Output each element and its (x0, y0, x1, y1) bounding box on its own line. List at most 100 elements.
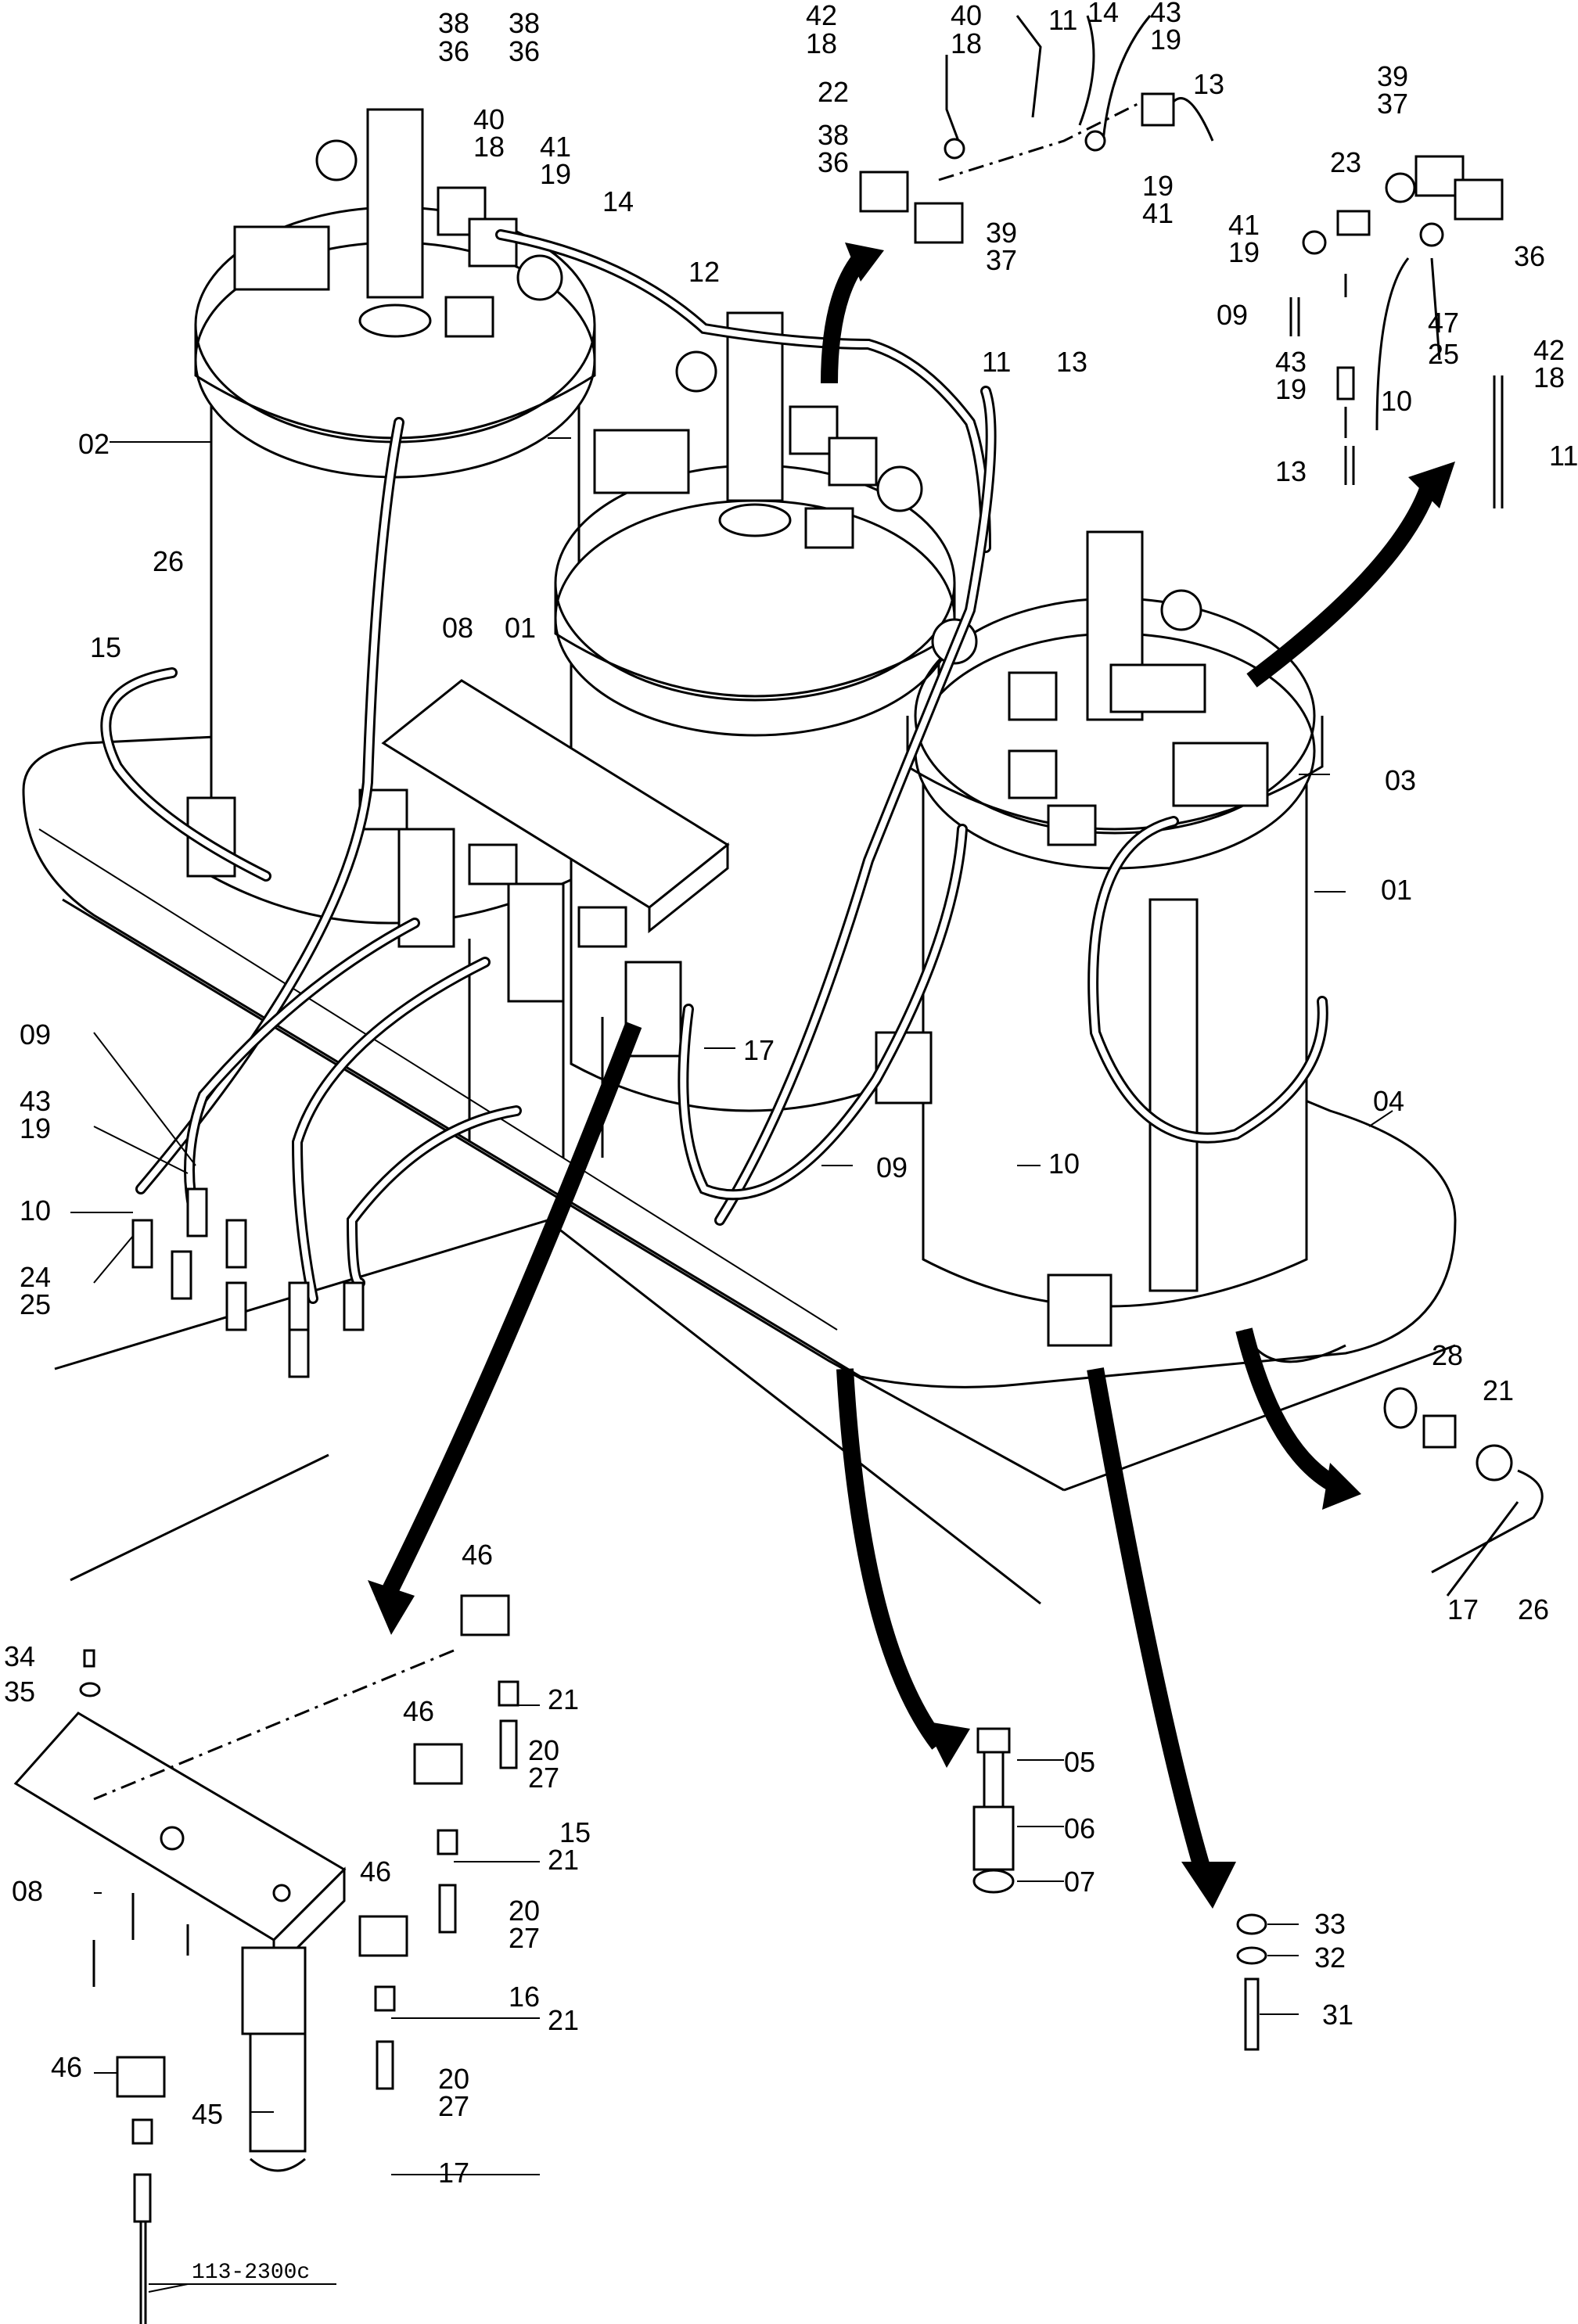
callout: 18 (806, 27, 837, 59)
callout: 25 (1428, 338, 1459, 370)
callout: 41 (1142, 197, 1174, 229)
callout: 23 (1330, 146, 1361, 178)
callout: 38 (509, 7, 540, 39)
callout: 21 (548, 1844, 579, 1876)
callout: 10 (20, 1194, 51, 1227)
callout: 21 (1483, 1374, 1514, 1406)
callout: 43 (20, 1085, 51, 1117)
callout: 42 (1533, 334, 1565, 366)
callout: 38 (818, 119, 849, 151)
callout: 45 (192, 2098, 223, 2130)
detail-bolt (972, 1727, 1015, 1894)
callout: 26 (1518, 1593, 1549, 1625)
callout: 46 (403, 1695, 434, 1727)
callout: 35 (4, 1676, 35, 1708)
leader-lines (70, 437, 1393, 2285)
callout: 32 (1314, 1941, 1346, 1974)
detail-elbow-right (1242, 1329, 1544, 1597)
callout: 36 (509, 35, 540, 67)
callout: 28 (1432, 1339, 1463, 1371)
callout: 11 (982, 346, 1011, 378)
callout: 10 (1048, 1148, 1080, 1180)
tank-02 (194, 108, 596, 925)
callout: 36 (438, 35, 469, 67)
callout: 19 (1150, 23, 1181, 56)
callout: 16 (509, 1981, 540, 2013)
callout: 46 (360, 1855, 391, 1888)
callout: 27 (438, 2090, 469, 2122)
callout: 43 (1150, 0, 1181, 28)
callout: 17 (438, 2157, 469, 2189)
callout: 18 (951, 27, 982, 59)
callout: 11 (1549, 440, 1578, 472)
hose-ends (131, 1187, 365, 1378)
callout: 27 (528, 1762, 559, 1794)
callout: 02 (78, 428, 110, 460)
callout: 19 (1142, 170, 1174, 202)
callout: 09 (876, 1151, 908, 1184)
callout: 39 (986, 217, 1017, 249)
callout: 20 (438, 2063, 469, 2095)
callout: 22 (818, 76, 849, 108)
callout: 24 (20, 1261, 51, 1293)
callout: 18 (473, 131, 505, 163)
callout: 06 (1064, 1812, 1095, 1844)
callout: 37 (1377, 88, 1408, 120)
callout: 10 (1381, 385, 1412, 417)
callout: 19 (1275, 373, 1307, 405)
tank-01-middle (554, 311, 956, 1112)
callout: 20 (509, 1895, 540, 1927)
callout: 08 (12, 1875, 43, 1907)
callout: 43 (1275, 346, 1307, 378)
drawing-code-block: 113-2300c (148, 2261, 336, 2293)
callout: 01 (1381, 874, 1412, 906)
callout: 07 (1064, 1866, 1095, 1898)
callout: 37 (986, 244, 1017, 276)
callout: 27 (509, 1922, 540, 1954)
detail-arrows (368, 242, 1455, 1909)
callout: 15 (90, 631, 121, 663)
detail-bracket-bottom (13, 1594, 519, 2324)
callout-labels: 38 36 38 36 40 18 41 19 14 12 02 26 15 0… (4, 0, 1578, 2189)
callout: 36 (1514, 240, 1545, 272)
callout: 39 (1377, 60, 1408, 92)
callout: 47 (1428, 307, 1459, 339)
callout: 46 (51, 2051, 82, 2083)
hoses (100, 229, 1328, 1304)
callout: 26 (153, 545, 184, 577)
callout: 19 (540, 158, 571, 190)
callout: 09 (20, 1018, 51, 1051)
callout: 05 (1064, 1746, 1095, 1778)
callout: 17 (743, 1034, 775, 1066)
callout: 15 (559, 1816, 591, 1848)
callout: 21 (548, 1683, 579, 1715)
callout: 18 (1533, 361, 1565, 393)
callout: 31 (1322, 1999, 1353, 2031)
callout: 36 (818, 146, 849, 178)
callout: 13 (1275, 455, 1307, 487)
callout: 25 (20, 1288, 51, 1320)
callout: 11 (1048, 4, 1077, 36)
callout: 08 (442, 612, 473, 644)
detail-top-center (859, 15, 1214, 244)
callout: 41 (540, 131, 571, 163)
callout: 41 (1228, 209, 1260, 241)
callout: 13 (1056, 346, 1087, 378)
callout: 40 (951, 0, 982, 31)
tank-01-front (186, 530, 1324, 1347)
callout: 19 (20, 1112, 51, 1144)
filter-assembly (358, 679, 730, 1158)
callout: 01 (505, 612, 536, 644)
callout: 19 (1228, 236, 1260, 268)
callout: 03 (1385, 764, 1416, 796)
callout: 12 (688, 256, 720, 288)
callout: 34 (4, 1640, 35, 1672)
detail-stud (1236, 1913, 1267, 2051)
detail-top-right (1289, 155, 1504, 508)
drawing-code: 113-2300c (192, 2261, 310, 2285)
callout: 04 (1373, 1085, 1404, 1117)
callout: 42 (806, 0, 837, 31)
callout: 17 (1447, 1593, 1479, 1625)
callout: 33 (1314, 1908, 1346, 1940)
